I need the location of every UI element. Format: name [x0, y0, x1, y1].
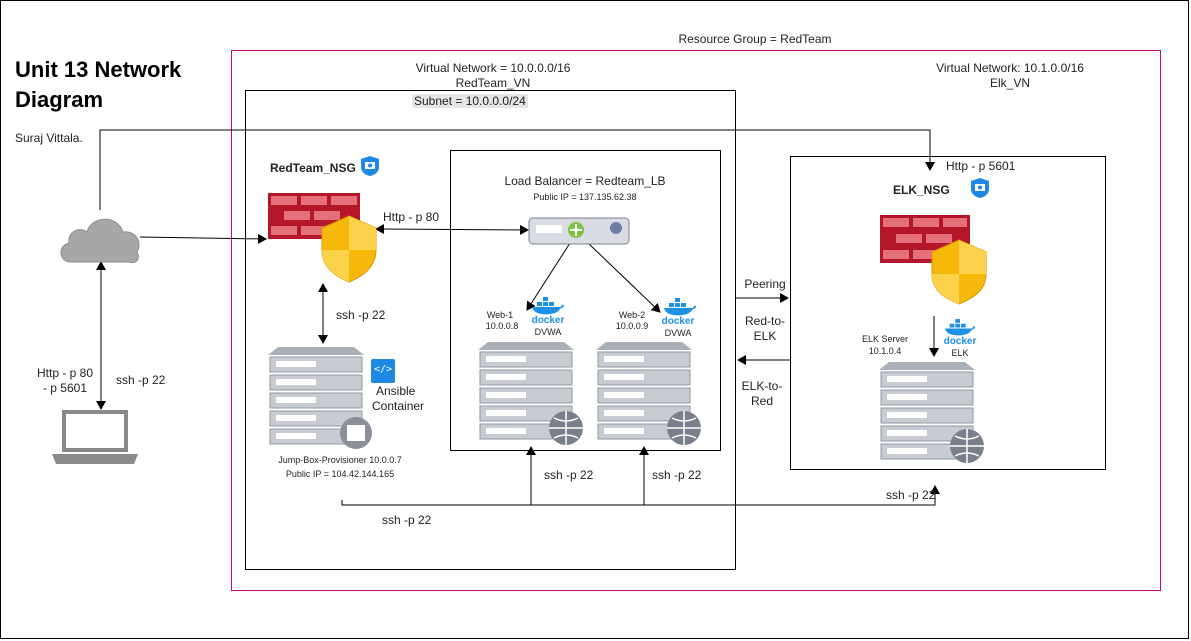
- label-elk-to-red-1: ELK-to-: [741, 379, 783, 393]
- ansible-label-2: Container: [372, 399, 425, 413]
- diagram-title-line2: Diagram: [15, 87, 104, 112]
- label-laptop-http-2: - p 5601: [42, 381, 88, 395]
- redteam-nsg-badge-icon: [361, 156, 379, 176]
- jumpbox-ip: Public IP = 104.42.144.165: [285, 469, 395, 479]
- label-laptop-ssh: ssh -p 22: [116, 373, 166, 387]
- web2-ip: 10.0.0.9: [615, 321, 649, 331]
- elk-vnet-box: [790, 156, 1106, 470]
- elk-vnet-label-2: Elk_VN: [989, 76, 1030, 90]
- lb-web2-line: [587, 242, 661, 313]
- jumpbox-name: Jump-Box-Provisioner 10.0.0.7: [278, 455, 402, 465]
- elk-nsg-label: ELK_NSG: [893, 183, 950, 197]
- label-ssh-elk: ssh -p 22: [886, 488, 936, 502]
- label-peering: Peering: [744, 277, 786, 291]
- jump-ssh-route: [341, 500, 531, 506]
- elk-shield-icon: [931, 239, 987, 305]
- resource-group-box: [231, 50, 1161, 591]
- ansible-code-glyph: </>: [373, 364, 393, 375]
- label-ssh-jumpbox: ssh -p 22: [336, 308, 386, 322]
- author-label: Suraj Vittala.: [15, 131, 83, 145]
- web2-docker-whale-icon: [664, 298, 696, 316]
- load-balancer-box: [450, 150, 721, 451]
- web1-docker-whale-icon: [532, 297, 564, 315]
- web1-container-label: DVWA: [534, 327, 562, 337]
- elk-docker-whale-icon: [944, 319, 976, 336]
- nsg-lb-line: [375, 224, 529, 235]
- elk-server-icon: [879, 362, 984, 463]
- internet-cloud-icon: [60, 218, 140, 263]
- elk-docker-word: docker: [943, 336, 977, 347]
- ansible-container-icon: [371, 359, 395, 383]
- cloud-to-elk-route: [99, 129, 935, 210]
- elk-vnet-label-1: Virtual Network: 10.1.0.0/16: [936, 61, 1084, 75]
- ssh-elk-route: [644, 485, 940, 506]
- diagram-title-line1: Unit 13 Network: [15, 57, 182, 82]
- load-balancer-ip: Public IP = 137.135.62.38: [533, 192, 637, 202]
- load-balancer-icon: [528, 217, 630, 245]
- label-http-80-nsg: Http - p 80: [383, 210, 440, 224]
- redteam-shield-icon: [321, 215, 377, 283]
- resource-group-label: Resource Group = RedTeam: [678, 32, 832, 46]
- internet-to-nsg-line: [139, 233, 267, 244]
- ansible-label-1: Ansible: [376, 384, 416, 398]
- label-laptop-http-1: Http - p 80: [36, 366, 94, 380]
- web2-server-icon: [596, 342, 701, 445]
- label-http-5601-top: Http - p 5601: [946, 159, 1016, 173]
- lb-web1-line: [526, 242, 571, 311]
- jumpbox-server-icon: [268, 347, 372, 449]
- redteam-nsg-label: RedTeam_NSG: [270, 161, 356, 175]
- laptop-icon: [52, 410, 138, 464]
- label-ssh-bottom: ssh -p 22: [382, 513, 432, 527]
- redteam-firewall-icon: [268, 193, 360, 239]
- web1-docker-word: docker: [531, 315, 565, 326]
- elk-server-name: ELK Server: [861, 334, 909, 344]
- redteam-vnet-label-2: RedTeam_VN: [455, 76, 531, 90]
- web2-container-label: DVWA: [664, 328, 692, 338]
- web2-name: Web-2: [618, 310, 646, 320]
- elk-server-ip: 10.1.0.4: [868, 346, 902, 356]
- label-ssh-web2: ssh -p 22: [652, 468, 702, 482]
- web1-name: Web-1: [486, 310, 514, 320]
- web1-ip: 10.0.0.8: [485, 321, 519, 331]
- redteam-vnet-label-1: Virtual Network = 10.0.0.0/16: [415, 61, 571, 75]
- web1-server-icon: [478, 342, 583, 445]
- label-elk-to-red-2: Red: [750, 394, 773, 408]
- label-ssh-web1: ssh -p 22: [544, 468, 594, 482]
- redteam-vnet-box: [245, 90, 736, 570]
- load-balancer-name: Load Balancer = Redteam_LB: [504, 174, 666, 188]
- label-red-to-elk-1: Red-to-: [744, 314, 785, 328]
- web2-docker-word: docker: [661, 316, 695, 327]
- elk-container-label: ELK: [951, 348, 969, 358]
- subnet-label: Subnet = 10.0.0.0/24: [412, 94, 528, 108]
- label-red-to-elk-2: ELK: [753, 329, 777, 343]
- elk-nsg-badge-icon: [971, 178, 989, 198]
